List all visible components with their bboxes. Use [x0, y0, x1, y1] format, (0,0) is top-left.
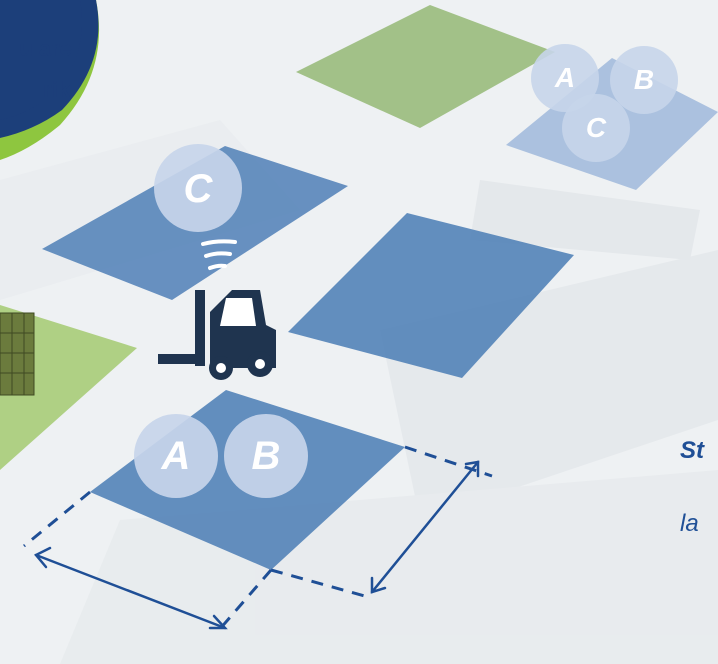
zone-green-top [296, 5, 555, 128]
side-text-line-2: la [680, 510, 699, 537]
zone-mid-right [288, 213, 574, 378]
circle-a [134, 414, 218, 498]
circle-b-small [610, 46, 678, 114]
logo-badge [0, 0, 100, 160]
side-text-line-1: St [680, 437, 704, 464]
badge-line-1: ulare [19, 36, 72, 61]
label-a-small: A [554, 62, 576, 93]
label-b: B [251, 434, 281, 478]
label-b-small: B [633, 64, 655, 95]
pallet-stack-image [0, 312, 35, 396]
dimension-arrow-icon [34, 460, 480, 630]
circle-a-small [531, 44, 599, 112]
circle-c-small [562, 94, 630, 162]
forklift-icon [158, 290, 276, 380]
label-c: C [183, 167, 213, 211]
wifi-signal-icon [201, 239, 237, 270]
label-c-small: C [585, 112, 607, 143]
badge-line-2: rik [43, 77, 70, 102]
circle-c [154, 144, 242, 232]
dimension-dashes [23, 445, 493, 631]
circle-b [224, 414, 308, 498]
label-a: A [161, 434, 191, 478]
